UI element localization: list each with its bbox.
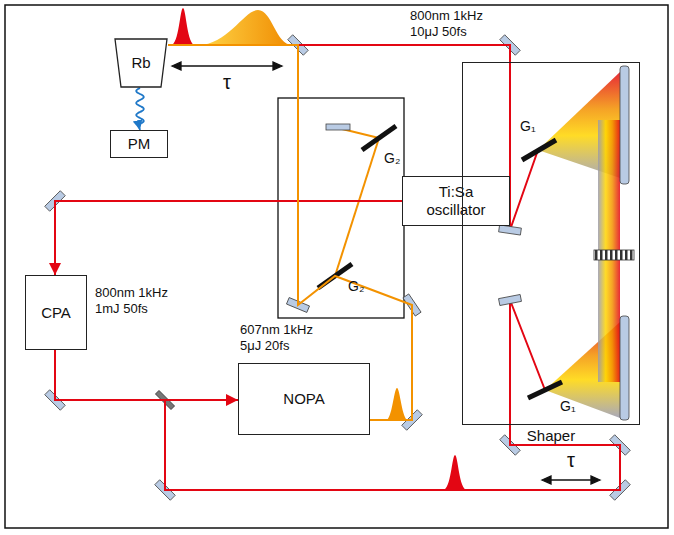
pulse bbox=[171, 8, 195, 45]
beam-spec: 607nm 1kHz 5μJ 20fs bbox=[240, 322, 326, 355]
node-label: Rb bbox=[131, 54, 150, 72]
probe-beam bbox=[55, 350, 620, 490]
delay-symbol: τ bbox=[207, 70, 247, 95]
beam-spec: 800nm 1kHz 10μJ 50fs bbox=[410, 8, 494, 41]
pump-beam bbox=[55, 350, 238, 400]
mirror bbox=[499, 294, 522, 305]
pulse bbox=[386, 388, 408, 420]
pulse bbox=[198, 10, 292, 45]
node-label: Ti:Sa oscillator bbox=[416, 183, 496, 219]
shaper-box: Shaper bbox=[462, 62, 640, 425]
vapor-cell: Rb bbox=[114, 38, 168, 88]
amplifier-box: CPA bbox=[25, 275, 87, 350]
node-label: PM bbox=[128, 135, 151, 153]
spatial-light-modulator bbox=[594, 250, 634, 260]
nopa-box: NOPA bbox=[238, 363, 370, 435]
grating-label: G₁ bbox=[560, 398, 582, 416]
retro-mirror bbox=[326, 124, 350, 130]
cell-outline bbox=[115, 39, 167, 87]
curved-mirror bbox=[620, 316, 629, 420]
shaper-beam bbox=[510, 62, 545, 425]
oscillator-box: Ti:Sa oscillator bbox=[402, 176, 510, 226]
grating-label: G₂ bbox=[384, 150, 404, 168]
outer-frame bbox=[5, 5, 668, 528]
delay-symbol: τ bbox=[551, 448, 591, 473]
fluorescence-signal bbox=[136, 88, 144, 130]
seed-beam bbox=[55, 201, 402, 275]
shaped-beam bbox=[168, 45, 510, 62]
node-label: CPA bbox=[41, 304, 71, 322]
grating-label: G₁ bbox=[520, 118, 542, 136]
grating bbox=[528, 382, 562, 398]
curved-mirror bbox=[620, 66, 629, 184]
compressor-box bbox=[278, 98, 404, 318]
grating bbox=[362, 126, 396, 150]
power-meter: PM bbox=[110, 130, 168, 158]
node-label: Shaper bbox=[463, 427, 639, 445]
beam-spec: 800nm 1kHz 1mJ 50fs bbox=[95, 285, 179, 318]
grating bbox=[522, 140, 556, 160]
grating-label: G₂ bbox=[348, 278, 370, 296]
mirror bbox=[499, 225, 522, 235]
pulse bbox=[443, 455, 467, 490]
node-label: NOPA bbox=[283, 390, 324, 408]
